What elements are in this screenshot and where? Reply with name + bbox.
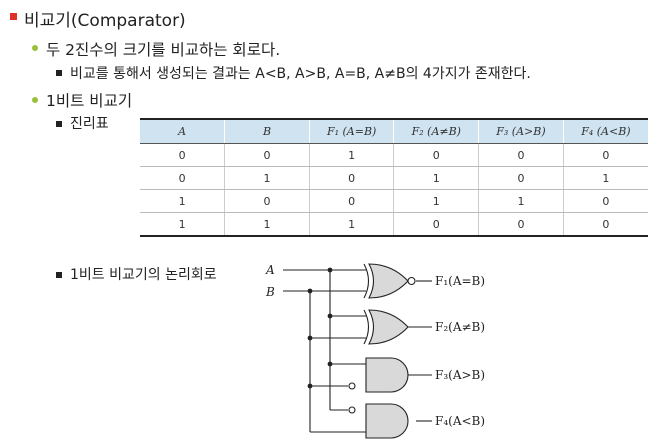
table-cell: 1 xyxy=(563,166,648,190)
output-label-f4: F₄(A<B) xyxy=(435,414,485,428)
bullet-black xyxy=(56,70,62,76)
bullet-black xyxy=(56,272,62,278)
bullet-green xyxy=(32,45,38,51)
table-cell: 1 xyxy=(140,189,226,213)
bullet-text-logic-circuit: 1비트 비교기의 논리회로 xyxy=(70,267,217,283)
table-cell: 1 xyxy=(393,166,480,190)
junction-dot xyxy=(307,288,313,294)
table-row: 1 1 1 0 0 0 xyxy=(140,212,648,237)
table-cell: 1 xyxy=(478,189,564,213)
page-title: 비교기(Comparator) xyxy=(24,11,186,31)
table-header-row: A B F₁ (A=B) F₂ (A≠B) F₃ (A>B) F₄ (A<B) xyxy=(140,118,648,144)
bullet-text-truth-table: 진리표 xyxy=(70,116,109,132)
table-cell: 0 xyxy=(393,212,480,237)
col-header-f3: F₃ (A>B) xyxy=(478,118,564,144)
table-cell: 0 xyxy=(478,143,564,167)
bullet-text-definition: 두 2진수의 크기를 비교하는 회로다. xyxy=(46,41,281,59)
table-cell: 0 xyxy=(478,212,564,237)
table-row: 0 1 0 1 0 1 xyxy=(140,166,648,190)
input-a-label: A xyxy=(265,263,275,277)
bullet-green xyxy=(32,97,38,103)
table-cell: 1 xyxy=(309,212,395,237)
junction-dot xyxy=(327,313,333,319)
col-header-f2: F₂ (A≠B) xyxy=(393,118,480,144)
output-label-f1: F₁(A=B) xyxy=(435,274,485,288)
inverter-bubble xyxy=(348,382,356,390)
junction-dot xyxy=(327,267,333,273)
bullet-black xyxy=(56,121,62,127)
junction-dot xyxy=(307,383,313,389)
col-header-f1: F₁ (A=B) xyxy=(309,118,395,144)
table-cell: 0 xyxy=(224,143,310,167)
table-cell: 1 xyxy=(224,212,310,237)
table-cell: 0 xyxy=(224,189,310,213)
table-cell: 1 xyxy=(224,166,310,190)
table-cell: 0 xyxy=(563,212,648,237)
table-row: 0 0 1 0 0 0 xyxy=(140,143,648,167)
col-header-b: B xyxy=(224,118,310,144)
table-cell: 1 xyxy=(140,212,226,237)
table-cell: 0 xyxy=(563,189,648,213)
table-cell: 1 xyxy=(393,189,480,213)
junction-dot xyxy=(327,361,333,367)
col-header-a: A xyxy=(140,118,226,144)
table-cell: 0 xyxy=(140,143,226,167)
inverter-bubble xyxy=(348,406,356,414)
table-cell: 1 xyxy=(309,143,395,167)
table-cell: 0 xyxy=(478,166,564,190)
xnor-gate xyxy=(363,263,416,299)
output-label-f2: F₂(A≠B) xyxy=(435,320,485,334)
table-cell: 0 xyxy=(563,143,648,167)
bullet-text-1bit-comparator: 1비트 비교기 xyxy=(46,92,133,110)
table-cell: 0 xyxy=(393,143,480,167)
table-row: 1 0 0 1 1 0 xyxy=(140,189,648,213)
truth-table: A B F₁ (A=B) F₂ (A≠B) F₃ (A>B) F₄ (A<B) … xyxy=(140,118,648,237)
col-header-f4: F₄ (A<B) xyxy=(563,118,648,144)
output-label-f3: F₃(A>B) xyxy=(435,368,485,382)
xor-gate xyxy=(363,309,409,345)
table-cell: 0 xyxy=(140,166,226,190)
table-cell: 0 xyxy=(309,189,395,213)
input-b-label: B xyxy=(265,285,275,299)
title-bullet xyxy=(10,13,17,20)
junction-dot xyxy=(307,335,313,341)
and-gate xyxy=(365,357,409,393)
and-gate xyxy=(365,403,409,439)
bullet-text-results: 비교를 통해서 생성되는 결과는 A<B, A>B, A=B, A≠B의 4가지… xyxy=(70,66,531,82)
table-cell: 0 xyxy=(309,166,395,190)
